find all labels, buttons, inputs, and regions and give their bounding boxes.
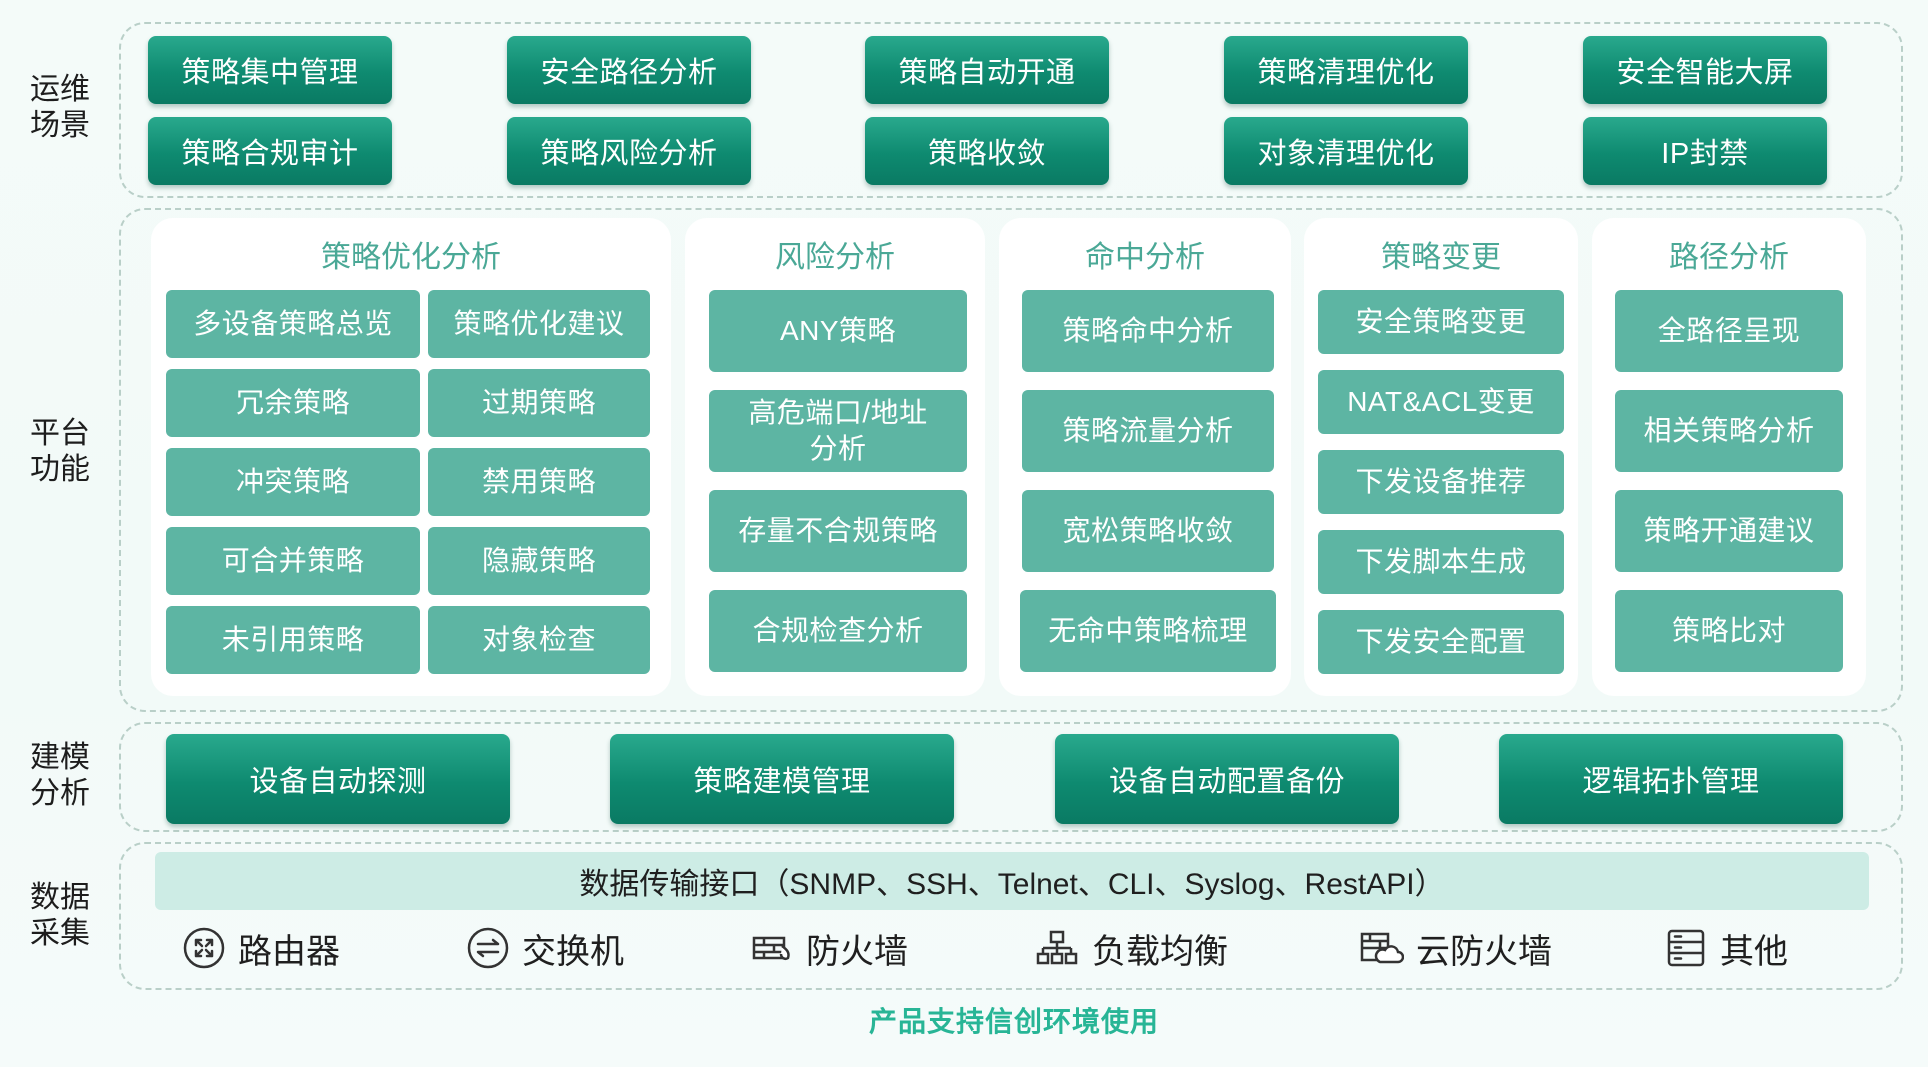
label-line: 平台 [30,417,90,450]
btn-high-risk-port[interactable]: 高危端口/地址分析 [709,390,967,472]
label-line: 分析 [30,777,90,810]
ops-scenes-band [119,22,1903,198]
btn-policy-hit[interactable]: 策略命中分析 [1022,290,1274,372]
switch-icon [467,927,509,969]
btn-related-policy[interactable]: 相关策略分析 [1615,390,1843,472]
panel-title: 路径分析 [1669,241,1789,274]
btn-secure-path-analysis[interactable]: 安全路径分析 [507,36,751,104]
label-line: 场景 [30,109,90,142]
btn-policy-compare[interactable]: 策略比对 [1615,590,1843,672]
btn-redundant-policy[interactable]: 冗余策略 [166,369,420,437]
btn-policy-traffic[interactable]: 策略流量分析 [1022,390,1274,472]
load-balancer-icon [1036,930,1078,965]
btn-nat-acl-change[interactable]: NAT&ACL变更 [1318,370,1564,434]
label-platform: 平台 功能 [20,416,100,488]
device-label: 防火墙 [806,932,908,971]
footer-note: 产品支持信创环境使用 [0,1000,1928,1040]
btn-loose-policy[interactable]: 宽松策略收敛 [1022,490,1274,572]
btn-unreferenced-policy[interactable]: 未引用策略 [166,606,420,674]
data-collection-band [119,842,1903,990]
btn-optimization-advice[interactable]: 策略优化建议 [428,290,650,358]
device-label: 交换机 [522,932,624,971]
btn-security-config[interactable]: 下发安全配置 [1318,610,1564,674]
router-icon [183,927,225,969]
btn-security-policy-change[interactable]: 安全策略变更 [1318,290,1564,354]
label-line: 数据 [30,881,90,914]
btn-policy-cleanup[interactable]: 策略清理优化 [1224,36,1468,104]
device-cloud-firewall: 云防火墙 [1358,920,1552,976]
server-icon [1667,929,1705,967]
btn-multi-device-overview[interactable]: 多设备策略总览 [166,290,420,358]
modeling-band [119,722,1903,832]
btn-conflict-policy[interactable]: 冲突策略 [166,448,420,516]
btn-policy-compliance-audit[interactable]: 策略合规审计 [148,117,392,185]
panel-title: 风险分析 [775,241,895,274]
btn-policy-modeling[interactable]: 策略建模管理 [610,734,954,824]
panel-title: 命中分析 [1085,241,1205,274]
platform-band [119,208,1903,712]
device-firewall: 防火墙 [748,920,908,976]
btn-script-generate[interactable]: 下发脚本生成 [1318,530,1564,594]
btn-full-path[interactable]: 全路径呈现 [1615,290,1843,372]
panel-title: 策略优化分析 [321,241,501,274]
cloud-firewall-icon [1360,932,1404,964]
data-interface-bar: 数据传输接口（SNMP、SSH、Telnet、CLI、Syslog、RestAP… [155,852,1869,910]
panel-title: 策略变更 [1381,241,1501,274]
device-other: 其他 [1664,920,1788,976]
btn-no-hit-policy[interactable]: 无命中策略梳理 [1020,590,1276,672]
device-label: 路由器 [238,932,340,971]
btn-device-config-backup[interactable]: 设备自动配置备份 [1055,734,1399,824]
btn-compliance-check[interactable]: 合规检查分析 [709,590,967,672]
btn-policy-convergence[interactable]: 策略收敛 [865,117,1109,185]
btn-any-policy[interactable]: ANY策略 [709,290,967,372]
label-ops-scenes: 运维 场景 [20,72,100,144]
device-label: 其他 [1720,932,1788,971]
btn-hidden-policy[interactable]: 隐藏策略 [428,527,650,595]
firewall-icon [752,936,790,961]
btn-ip-block[interactable]: IP封禁 [1583,117,1827,185]
btn-device-recommend[interactable]: 下发设备推荐 [1318,450,1564,514]
label-line: 运维 [30,73,90,106]
device-router: 路由器 [182,920,340,976]
btn-policy-auto-open[interactable]: 策略自动开通 [865,36,1109,104]
label-line: 采集 [30,917,90,950]
btn-noncompliant-policy[interactable]: 存量不合规策略 [709,490,967,572]
btn-expired-policy[interactable]: 过期策略 [428,369,650,437]
btn-object-check[interactable]: 对象检查 [428,606,650,674]
btn-device-auto-detect[interactable]: 设备自动探测 [166,734,510,824]
btn-mergeable-policy[interactable]: 可合并策略 [166,527,420,595]
btn-policy-central-mgmt[interactable]: 策略集中管理 [148,36,392,104]
label-data-collection: 数据 采集 [20,880,100,952]
device-label: 负载均衡 [1092,932,1228,971]
device-load-balancer: 负载均衡 [1034,920,1228,976]
btn-open-advice[interactable]: 策略开通建议 [1615,490,1843,572]
label-line: 建模 [30,741,90,774]
label-modeling: 建模 分析 [20,740,100,812]
btn-policy-risk-analysis[interactable]: 策略风险分析 [507,117,751,185]
footer-text: 产品支持信创环境使用 [868,1006,1159,1037]
device-label: 云防火墙 [1416,932,1552,971]
btn-disabled-policy[interactable]: 禁用策略 [428,448,650,516]
btn-logic-topology[interactable]: 逻辑拓扑管理 [1499,734,1843,824]
btn-security-dashboard[interactable]: 安全智能大屏 [1583,36,1827,104]
label-line: 功能 [30,453,90,486]
device-switch: 交换机 [466,920,624,976]
btn-object-cleanup[interactable]: 对象清理优化 [1224,117,1468,185]
